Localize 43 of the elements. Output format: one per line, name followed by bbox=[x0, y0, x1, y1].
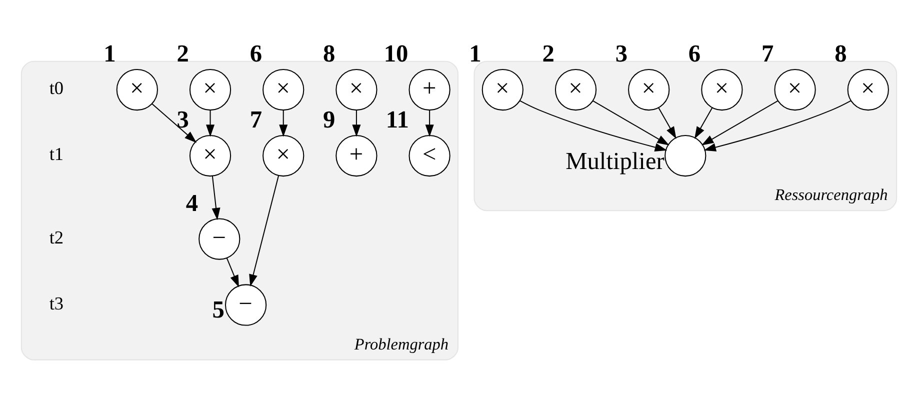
node-label: 4 bbox=[186, 189, 198, 216]
arrow bbox=[520, 100, 668, 151]
node-circle: × bbox=[189, 134, 232, 176]
arrow bbox=[658, 107, 676, 138]
arrow bbox=[701, 100, 778, 145]
label: t2 bbox=[49, 226, 64, 247]
arrow bbox=[152, 102, 197, 142]
node-circle bbox=[664, 134, 706, 176]
node-circle: × bbox=[189, 68, 232, 110]
node-circle: × bbox=[482, 68, 524, 110]
label: t3 bbox=[49, 292, 64, 313]
node-circle: − bbox=[198, 218, 240, 260]
arrow bbox=[226, 257, 239, 287]
node-circle: × bbox=[628, 68, 670, 110]
node-circle: × bbox=[701, 68, 743, 110]
arrow bbox=[694, 107, 713, 138]
node-circle: × bbox=[262, 68, 304, 110]
arrow bbox=[704, 100, 852, 151]
arrow bbox=[212, 175, 220, 220]
arrow bbox=[249, 175, 280, 286]
arrow bbox=[206, 110, 215, 136]
node-circle: + bbox=[408, 68, 450, 110]
arrow bbox=[592, 100, 670, 145]
label: t1 bbox=[49, 144, 64, 164]
node-label: Multiplier bbox=[566, 148, 664, 175]
node-circle: + bbox=[336, 134, 378, 176]
node-circle: − bbox=[224, 284, 267, 326]
label: t0 bbox=[49, 78, 64, 98]
node-circle: × bbox=[336, 68, 378, 110]
node-label: 7 bbox=[250, 106, 262, 134]
arrow bbox=[425, 110, 434, 136]
node-circle: × bbox=[262, 134, 304, 176]
node-label: 5 bbox=[212, 296, 224, 323]
node-label: 3 bbox=[176, 106, 189, 134]
node-circle: × bbox=[847, 68, 889, 110]
node-circle: × bbox=[774, 68, 816, 110]
node-circle: × bbox=[554, 68, 597, 110]
node-circle: < bbox=[408, 134, 450, 176]
node-circle: × bbox=[116, 68, 158, 110]
node-label: 11 bbox=[386, 106, 409, 134]
arrow bbox=[279, 110, 288, 136]
arrow bbox=[352, 110, 361, 136]
node-label: 9 bbox=[322, 106, 336, 134]
